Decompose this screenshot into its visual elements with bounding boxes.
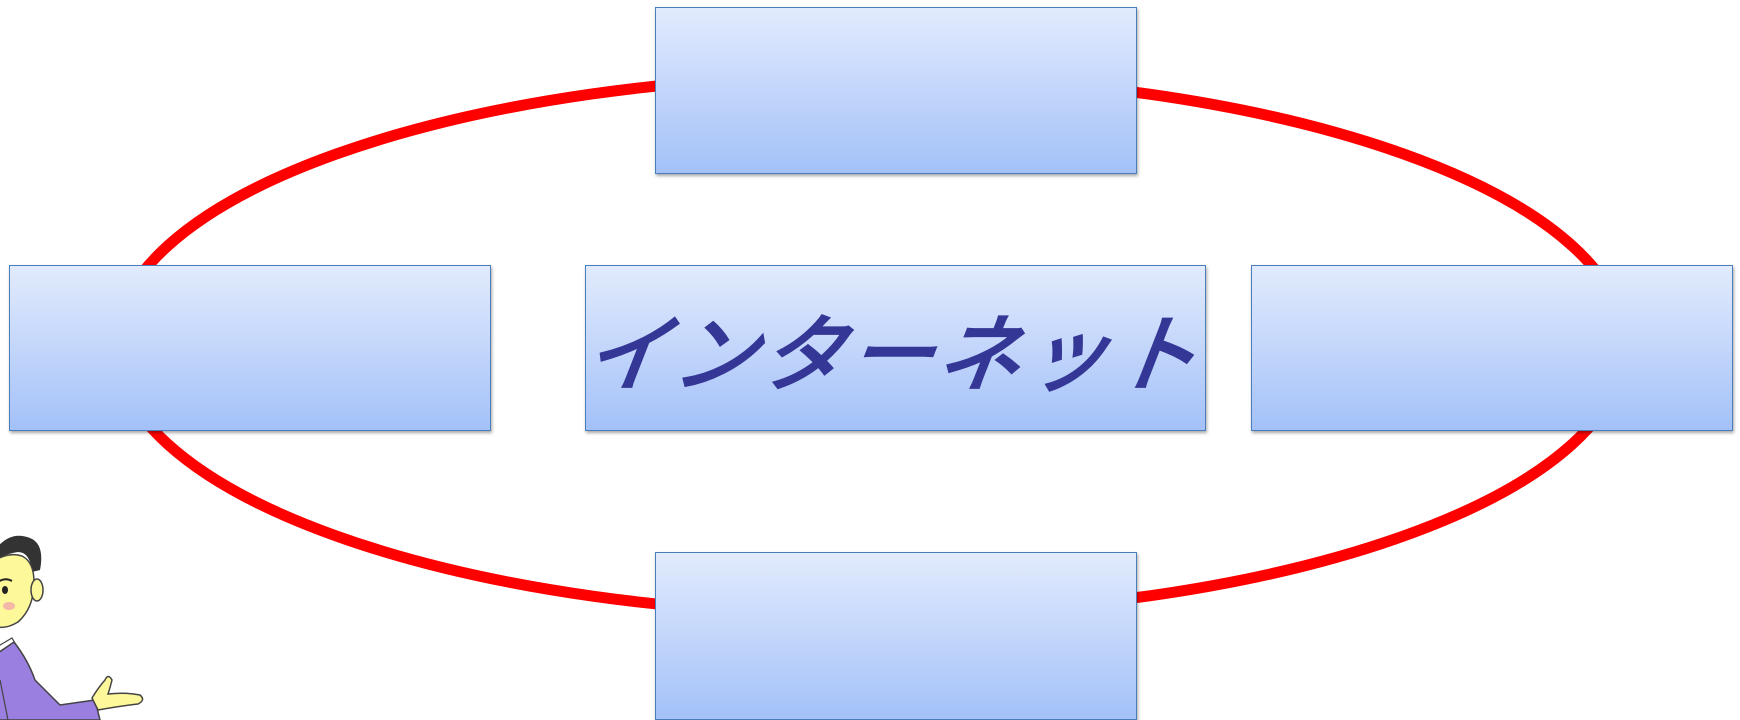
center-node-box: インターネット — [580, 265, 1209, 431]
presenter-man-icon — [0, 535, 144, 720]
node-top-box — [655, 7, 1137, 174]
node-left-box — [9, 265, 491, 431]
center-node-label: インターネット — [579, 305, 1210, 404]
node-right-box — [1251, 265, 1733, 431]
node-bottom-box — [655, 552, 1137, 720]
